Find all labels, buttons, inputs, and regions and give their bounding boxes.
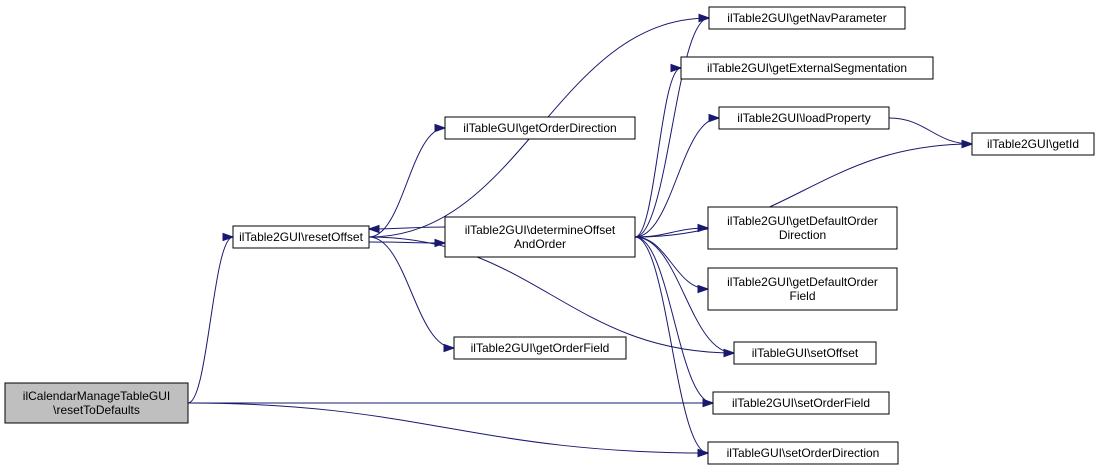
arrowhead-determineOffsetAndOrder-to-getDefaultOrderDirection: [697, 223, 710, 233]
node-label-root-0: ilCalendarManageTableGUI: [23, 389, 170, 403]
arrowhead-determineOffsetAndOrder-to-getDefaultOrderField: [697, 284, 710, 294]
node-box-setOffset: [733, 341, 877, 365]
edge-determineOffsetAndOrder-to-getNavParameter: [634, 17, 710, 238]
edge-resetOffset-to-getOrderField: [368, 236, 455, 349]
node-label-getId-0: ilTable2GUI\getId: [987, 137, 1079, 151]
node-setOrderDirection[interactable]: ilTableGUI\setOrderDirection: [707, 441, 899, 465]
edge-determineOffsetAndOrder-to-getExternalSegmentation: [634, 67, 682, 238]
edge-resetOffset-to-determineOffsetAndOrder: [368, 241, 446, 244]
arrowhead-resetOffset-to-getOrderDirection: [434, 123, 447, 133]
node-label-determineOffsetAndOrder-0: ilTable2GUI\determineOffset: [465, 223, 616, 237]
node-resetOffset[interactable]: ilTable2GUI\resetOffset: [232, 225, 370, 249]
node-box-getDefaultOrderField: [707, 267, 898, 311]
node-box-setOrderDirection: [707, 441, 899, 465]
node-box-loadProperty: [718, 106, 890, 130]
edge-determineOffsetAndOrder-to-getId: [634, 143, 973, 238]
node-box-resetOffset: [232, 225, 370, 249]
node-setOffset[interactable]: ilTableGUI\setOffset: [733, 341, 877, 365]
arrowhead-determineOffsetAndOrder-to-getExternalSegmentation: [670, 63, 683, 73]
node-label-getDefaultOrderField-1: Field: [789, 289, 815, 303]
node-label-getDefaultOrderDirection-0: ilTable2GUI\getDefaultOrder: [727, 214, 878, 228]
edge-determineOffsetAndOrder-to-resetOffset: [368, 226, 446, 230]
edge-resetOffset-to-setOffset: [368, 236, 735, 354]
node-box-determineOffsetAndOrder: [444, 216, 636, 258]
node-box-root: [4, 382, 189, 424]
node-label-loadProperty-0: ilTable2GUI\loadProperty: [737, 111, 870, 125]
edge-determineOffsetAndOrder-to-getDefaultOrderDirection: [634, 227, 709, 238]
arrowhead-determineOffsetAndOrder-to-getNavParameter: [698, 13, 711, 23]
node-getId[interactable]: ilTable2GUI\getId: [971, 132, 1095, 156]
edge-root-to-setOrderDirection: [187, 402, 709, 454]
node-getOrderDirection[interactable]: ilTableGUI\getOrderDirection: [444, 116, 636, 140]
node-label-setOrderField-0: ilTable2GUI\setOrderField: [732, 396, 870, 410]
edge-determineOffsetAndOrder-to-getDefaultOrderField: [634, 236, 709, 290]
edge-root-to-resetOffset: [187, 236, 234, 404]
node-label-setOrderDirection-0: ilTableGUI\setOrderDirection: [727, 446, 880, 460]
node-box-getExternalSegmentation: [680, 56, 934, 80]
node-label-getOrderDirection-0: ilTableGUI\getOrderDirection: [463, 121, 616, 135]
node-box-getDefaultOrderDirection: [707, 206, 898, 250]
arrowhead-loadProperty-to-getId: [961, 139, 974, 149]
arrowhead-determineOffsetAndOrder-to-setOrderField: [702, 398, 715, 408]
node-loadProperty[interactable]: ilTable2GUI\loadProperty: [718, 106, 890, 130]
edge-determineOffsetAndOrder-to-loadProperty: [634, 117, 720, 238]
arrowhead-resetOffset-to-getOrderField: [443, 343, 456, 353]
node-getExternalSegmentation[interactable]: ilTable2GUI\getExternalSegmentation: [680, 56, 934, 80]
edge-determineOffsetAndOrder-to-setOrderField: [634, 236, 714, 404]
node-label-getNavParameter-0: ilTable2GUI\getNavParameter: [727, 11, 886, 25]
arrowhead-determineOffsetAndOrder-to-setOffset: [723, 348, 736, 358]
node-label-getExternalSegmentation-0: ilTable2GUI\getExternalSegmentation: [707, 61, 907, 75]
node-label-getOrderField-0: ilTable2GUI\getOrderField: [471, 341, 610, 355]
node-label-getDefaultOrderField-0: ilTable2GUI\getDefaultOrder: [727, 275, 878, 289]
arrowhead-root-to-resetOffset: [222, 232, 235, 242]
arrowhead-determineOffsetAndOrder-to-setOrderDirection: [697, 448, 710, 458]
edge-determineOffsetAndOrder-to-setOffset: [634, 236, 735, 354]
node-label-setOffset-0: ilTableGUI\setOffset: [752, 346, 859, 360]
arrowhead-determineOffsetAndOrder-to-loadProperty: [708, 113, 721, 123]
node-label-resetOffset-0: ilTable2GUI\resetOffset: [239, 230, 363, 244]
edge-resetOffset-to-getOrderDirection: [368, 127, 446, 238]
node-root[interactable]: ilCalendarManageTableGUI\resetToDefaults: [4, 382, 189, 424]
edge-determineOffsetAndOrder-to-setOrderDirection: [634, 236, 709, 454]
node-box-getId: [971, 132, 1095, 156]
node-setOrderField[interactable]: ilTable2GUI\setOrderField: [712, 391, 890, 415]
node-label-root-1: \resetToDefaults: [53, 403, 140, 417]
node-box-setOrderField: [712, 391, 890, 415]
node-box-getNavParameter: [708, 6, 906, 30]
arrowhead-determineOffsetAndOrder-to-resetOffset: [367, 224, 380, 234]
node-label-determineOffsetAndOrder-1: AndOrder: [514, 237, 566, 251]
node-box-getOrderDirection: [444, 116, 636, 140]
edge-loadProperty-to-getId: [888, 117, 973, 145]
node-label-getDefaultOrderDirection-1: Direction: [779, 228, 826, 242]
node-getNavParameter[interactable]: ilTable2GUI\getNavParameter: [708, 6, 906, 30]
node-box-getOrderField: [453, 336, 627, 360]
node-getOrderField[interactable]: ilTable2GUI\getOrderField: [453, 336, 627, 360]
